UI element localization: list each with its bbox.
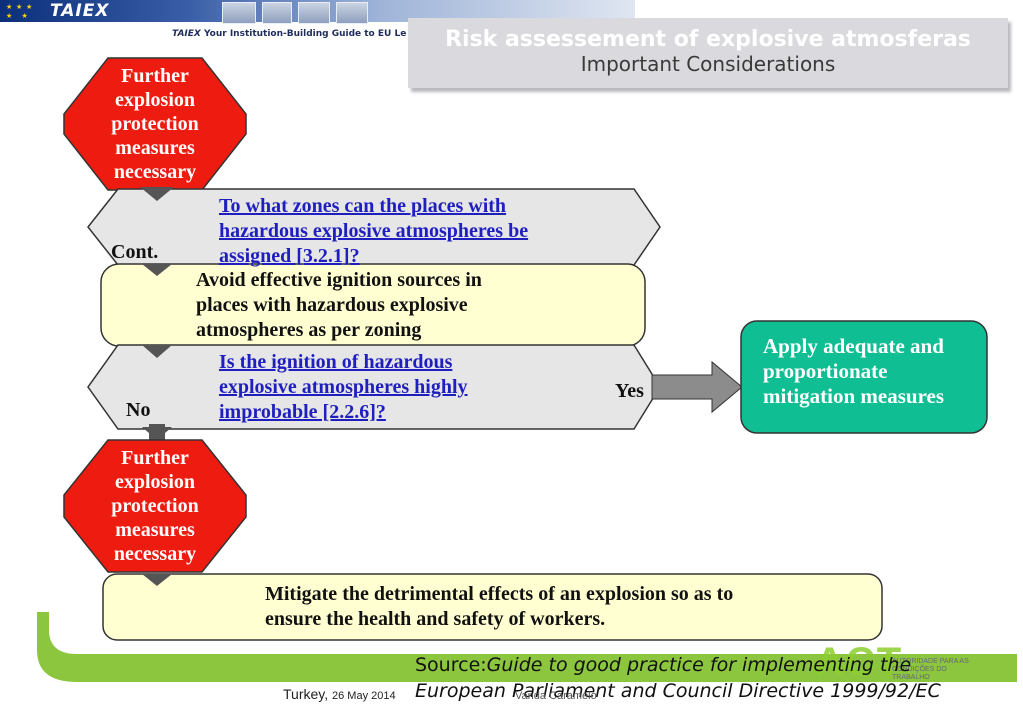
red-octagon-top-text: Further explosion protection measures ne…	[111, 65, 199, 183]
yes-arrow	[651, 360, 743, 414]
avoid-box-text: Avoid effective ignition sources in plac…	[196, 269, 482, 341]
slide-subtitle: Important Considerations	[580, 52, 836, 76]
header-photo	[222, 2, 256, 24]
ignition-question-link[interactable]: Is the ignition of hazardous explosive a…	[219, 351, 468, 423]
header-photo	[298, 2, 330, 24]
cont-label: Cont.	[111, 241, 159, 263]
footer-date: Turkey, 26 May 2014	[283, 686, 396, 702]
green-band	[37, 612, 1017, 682]
act-logo-caption: AUTORIDADE PARA AS CONDIÇÕES DO TRABALHO	[892, 658, 969, 681]
teal-box-apply	[740, 320, 988, 434]
mitigate-box-text: Mitigate the detrimental effects of an e…	[265, 583, 734, 630]
yellow-box-mitigate	[102, 573, 883, 641]
guide-subtitle: TAIEX Your Institution-Building Guide to…	[172, 29, 407, 39]
red-octagon-bottom-text: Further explosion protection measures ne…	[111, 447, 199, 565]
yes-label: Yes	[615, 380, 644, 402]
title-box: Risk assessement of explosive atmosferas…	[408, 18, 1008, 88]
header-photo	[262, 2, 292, 24]
apply-box-text: Apply adequate and proportionate mitigat…	[763, 334, 945, 408]
no-label: No	[126, 399, 151, 421]
header-photo	[336, 2, 368, 24]
gray-hexagon-ignition	[87, 344, 661, 430]
slide-title: Risk assessement of explosive atmosferas	[445, 27, 971, 52]
act-logo: ACT	[815, 640, 904, 684]
eu-flag-icon: ★ ★ ★★ ★	[6, 3, 34, 20]
zones-question-link[interactable]: To what zones can the places with hazard…	[219, 195, 529, 267]
red-octagon-bottom	[63, 439, 247, 573]
source-citation: Source:Guide to good practice for implem…	[415, 654, 941, 702]
taiex-logo: TAIEX	[50, 1, 110, 21]
footer-author: Vanda Caramelo	[515, 690, 597, 702]
